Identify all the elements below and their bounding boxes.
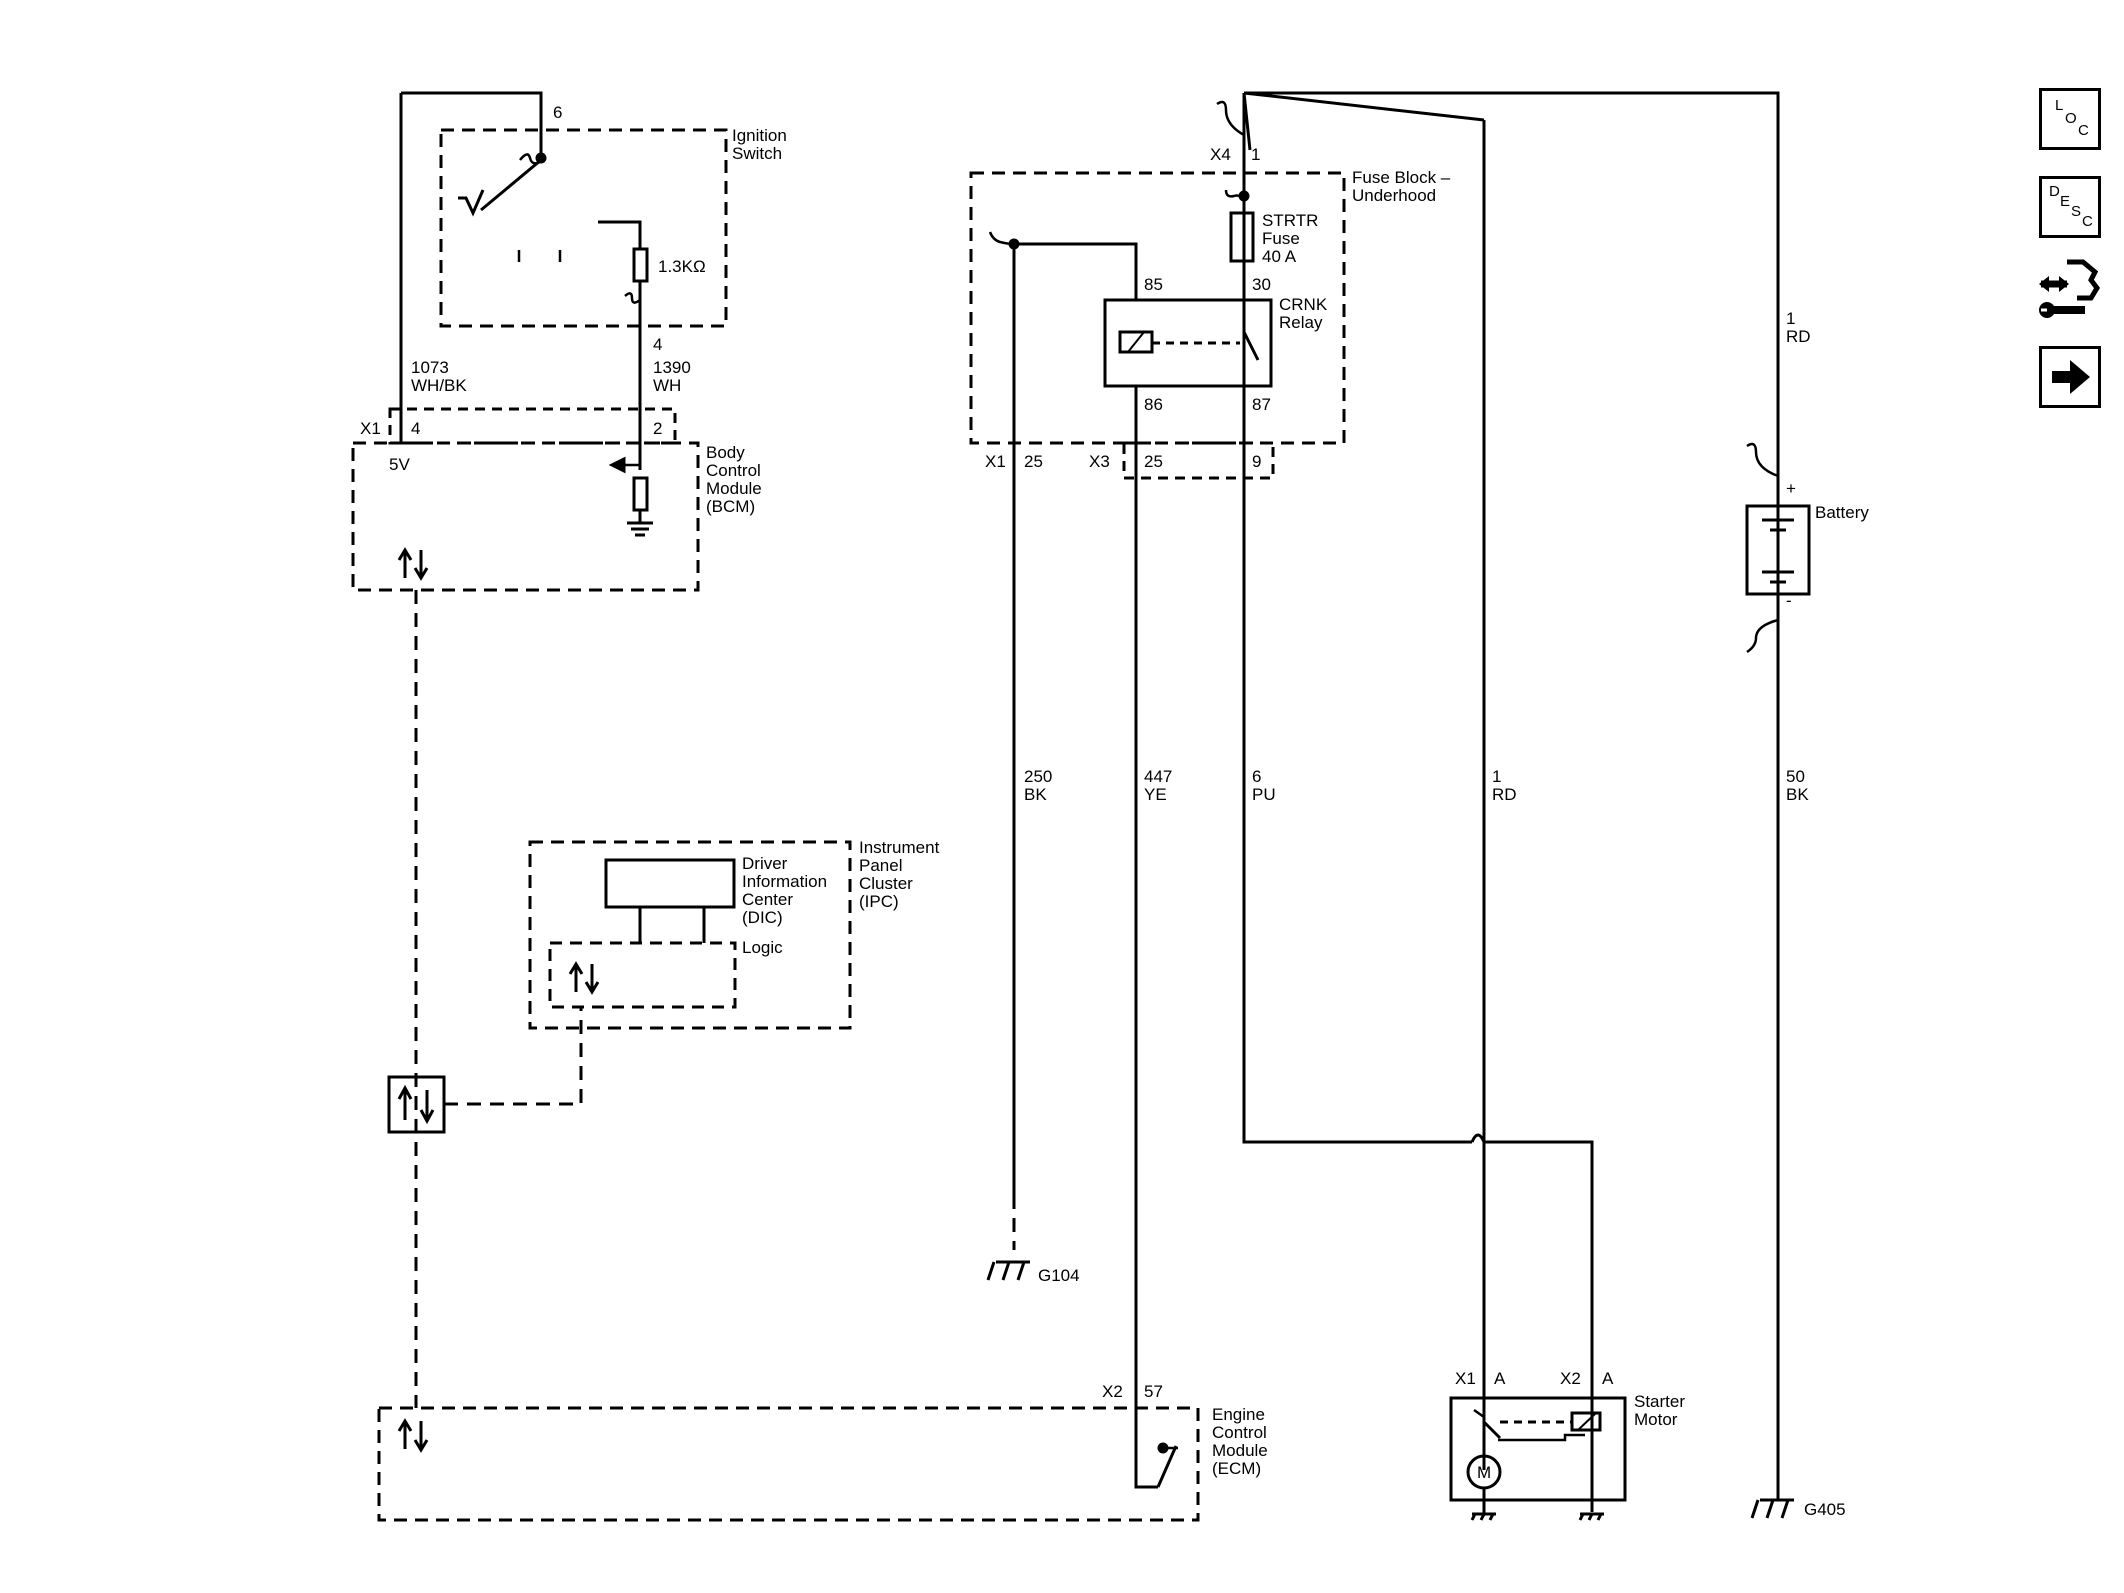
ignition-pin-6: 6: [553, 103, 562, 122]
battery-minus: -: [1786, 591, 1792, 610]
starter-title-2: Motor: [1634, 1410, 1678, 1429]
ignition-pin-4: 4: [653, 335, 662, 354]
wire-6-color: PU: [1252, 785, 1276, 804]
ipc-title-3: Cluster: [859, 874, 913, 893]
wire-1-mid-color: RD: [1492, 785, 1517, 804]
fuse-block-pin-x3-9: 9: [1252, 452, 1261, 471]
next-arrow-button[interactable]: [2039, 346, 2101, 408]
ignition-switch-title-1: Ignition: [732, 126, 787, 145]
motor-symbol-label: M: [1477, 1463, 1491, 1482]
dic-title-1: Driver: [742, 854, 788, 873]
ecm-title-4: (ECM): [1212, 1459, 1261, 1478]
bcm-voltage: 5V: [389, 455, 410, 474]
wire-447-color: YE: [1144, 785, 1167, 804]
ground-g405: G405: [1804, 1500, 1846, 1519]
wire-50-color: BK: [1786, 785, 1809, 804]
desc-letter-s: S: [2071, 203, 2082, 220]
arrow-right-icon: [2052, 360, 2090, 394]
bcm-title-1: Body: [706, 443, 745, 462]
loc-letter-o: O: [2065, 110, 2077, 127]
ignition-switch: [401, 91, 728, 328]
bcm-pin-4: 4: [411, 419, 420, 438]
fuse-block-underhood: [969, 91, 1780, 1500]
fuse-block-title-2: Underhood: [1352, 186, 1436, 205]
ecm-title-1: Engine: [1212, 1405, 1265, 1424]
connector-wrench-icon-graphic: [2039, 259, 2101, 318]
instrument-panel-cluster: [528, 840, 852, 1030]
wire-50-circuit: 50: [1786, 767, 1805, 786]
starter-motor: [1449, 1396, 1627, 1521]
fuse-rating: 40 A: [1262, 247, 1297, 266]
starter-title-1: Starter: [1634, 1392, 1685, 1411]
dic-title-3: Center: [742, 890, 793, 909]
loc-letter-c: C: [2078, 122, 2089, 139]
bcm-connector-x1: X1: [360, 419, 381, 438]
wire-1073-color: WH/BK: [411, 376, 467, 395]
ecm-connector-x2: X2: [1102, 1382, 1123, 1401]
bcm-pin-2: 2: [653, 419, 662, 438]
starter-pin-x1-a: A: [1494, 1369, 1506, 1388]
relay-name-2: Relay: [1279, 313, 1323, 332]
bcm-title-2: Control: [706, 461, 761, 480]
desc-letter-d: D: [2049, 183, 2060, 200]
fuse-block-pin-x3-25: 25: [1144, 452, 1163, 471]
fuse-name-1: STRTR: [1262, 211, 1318, 230]
fuse-block-title-1: Fuse Block –: [1352, 168, 1451, 187]
relay-pin-87: 87: [1252, 395, 1271, 414]
fuse-name-2: Fuse: [1262, 229, 1300, 248]
connector-wrench-icon[interactable]: [2037, 258, 2107, 328]
dic-title-2: Information: [742, 872, 827, 891]
description-button[interactable]: D E S C: [2039, 176, 2101, 238]
starter-connector-x1: X1: [1455, 1369, 1476, 1388]
ignition-switch-title-2: Switch: [732, 144, 782, 163]
desc-letter-e: E: [2060, 193, 2071, 210]
relay-pin-86: 86: [1144, 395, 1163, 414]
relay-pin-30: 30: [1252, 275, 1271, 294]
ipc-title-2: Panel: [859, 856, 902, 875]
wire-6-circuit: 6: [1252, 767, 1261, 786]
wire-1073-circuit: 1073: [411, 358, 449, 377]
battery-title: Battery: [1815, 503, 1869, 522]
wire-250-circuit: 250: [1024, 767, 1052, 786]
loc-letter-l: L: [2055, 97, 2064, 114]
starter-connector-x2: X2: [1560, 1369, 1581, 1388]
battery: [1745, 442, 1811, 1500]
relay-name-1: CRNK: [1279, 295, 1328, 314]
wire-1390-color: WH: [653, 376, 681, 395]
body-control-module: [351, 93, 700, 592]
battery-plus: +: [1786, 479, 1796, 498]
wire-1390-circuit: 1390: [653, 358, 691, 377]
location-button[interactable]: L O C: [2039, 88, 2101, 150]
wire-1-top-color: RD: [1786, 327, 1811, 346]
bcm-title-4: (BCM): [706, 497, 755, 516]
ecm-title-2: Control: [1212, 1423, 1267, 1442]
desc-letter-c: C: [2082, 213, 2093, 230]
wire-1-mid-circuit: 1: [1492, 767, 1501, 786]
relay-pin-85: 85: [1144, 275, 1163, 294]
wire-447-circuit: 447: [1144, 767, 1172, 786]
bcm-title-3: Module: [706, 479, 762, 498]
fuse-block-connector-x4: X4: [1210, 145, 1231, 164]
wire-1-top-circuit: 1: [1786, 309, 1795, 328]
fuse-block-pin-x1-25: 25: [1024, 452, 1043, 471]
fuse-block-connector-x1: X1: [985, 452, 1006, 471]
fuse-block-pin-1: 1: [1251, 145, 1260, 164]
ipc-logic-label: Logic: [742, 938, 783, 957]
ecm-title-3: Module: [1212, 1441, 1268, 1460]
ipc-title-1: Instrument: [859, 838, 940, 857]
engine-control-module: [377, 1406, 1200, 1522]
dic-title-4: (DIC): [742, 908, 783, 927]
ecm-pin-57: 57: [1144, 1382, 1163, 1401]
resistor-value: 1.3KΩ: [658, 257, 706, 276]
ground-g104: G104: [1038, 1266, 1080, 1285]
ipc-title-4: (IPC): [859, 892, 899, 911]
wire-250-color: BK: [1024, 785, 1047, 804]
starter-pin-x2-a: A: [1602, 1369, 1614, 1388]
fuse-block-connector-x3: X3: [1089, 452, 1110, 471]
